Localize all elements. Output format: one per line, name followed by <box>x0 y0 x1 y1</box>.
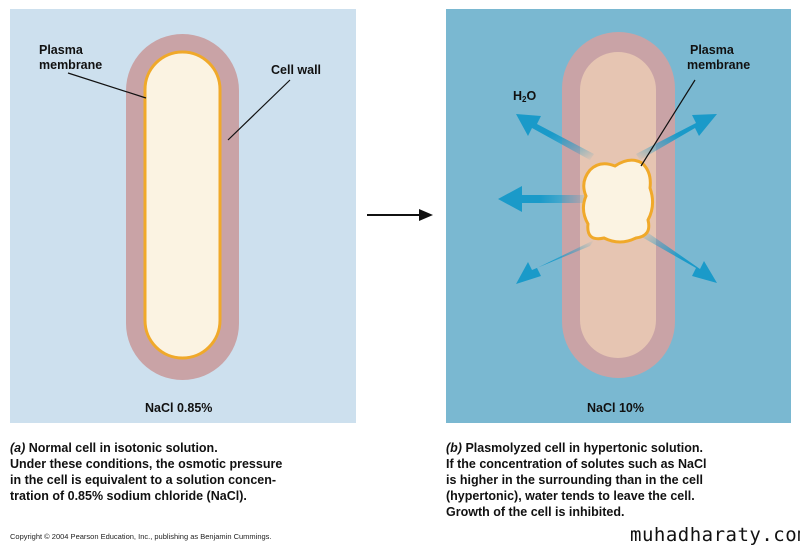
label-plasma-membrane-a: Plasma membrane <box>39 43 102 73</box>
label-plasma-membrane-b-line1: Plasma <box>690 43 734 57</box>
watermark: muhadharaty.com <box>630 524 800 546</box>
cytoplasm <box>143 50 222 360</box>
caption-a-line: in the cell is equivalent to a solution … <box>10 473 277 487</box>
water-arrow-left <box>498 186 590 212</box>
caption-a-tag: (a) <box>10 441 26 455</box>
label-nacl-a: NaCl 0.85% <box>145 401 213 415</box>
copyright-notice: Copyright © 2004 Pearson Education, Inc.… <box>10 532 272 541</box>
water-arrow-up-right <box>636 114 717 160</box>
label-water-sub: 2 <box>522 95 527 104</box>
caption-b-line: Growth of the cell is inhibited. <box>446 505 625 519</box>
label-plasma-membrane-b-line2: membrane <box>687 58 751 72</box>
label-water-o: O <box>526 89 537 103</box>
caption-a-title: Normal cell in isotonic solution. <box>25 441 218 455</box>
label-cell-wall: Cell wall <box>271 63 322 77</box>
caption-b: (b) Plasmolyzed cell in hypertonic solut… <box>446 440 791 520</box>
caption-b-tag: (b) <box>446 441 462 455</box>
caption-a: (a) Normal cell in isotonic solution. Un… <box>10 440 350 504</box>
leader-line-plasma-membrane-b <box>640 79 696 167</box>
label-plasma-membrane-b: Plasma membrane <box>687 43 750 73</box>
panel-b-diagram <box>498 32 717 378</box>
caption-a-line: tration of 0.85% sodium chloride (NaCl). <box>10 489 247 503</box>
caption-a-line: Under these conditions, the osmotic pres… <box>10 457 283 471</box>
water-arrow-down-right <box>640 230 717 283</box>
caption-b-line: If the concentration of solutes such as … <box>446 457 707 471</box>
label-water: H2O <box>513 89 536 107</box>
caption-b-line: (hypertonic), water tends to leave the c… <box>446 489 695 503</box>
caption-b-title: Plasmolyzed cell in hypertonic solution. <box>461 441 703 455</box>
label-water-h: H <box>513 89 523 103</box>
label-plasma-membrane-a-line1: Plasma <box>39 43 83 57</box>
caption-a-title-line: (a) Normal cell in isotonic solution. <box>10 440 350 456</box>
caption-b-title-line: (b) Plasmolyzed cell in hypertonic solut… <box>446 440 791 456</box>
transition-arrow <box>367 209 433 221</box>
shrunken-protoplast <box>581 158 655 244</box>
water-arrow-up-left <box>516 114 594 160</box>
label-plasma-membrane-a-line2: membrane <box>39 58 103 72</box>
leader-line-cell-wall <box>227 79 291 141</box>
water-arrow-down-left <box>516 240 594 284</box>
label-nacl-b: NaCl 10% <box>587 401 644 415</box>
leader-line-plasma-membrane <box>67 72 147 99</box>
caption-b-line: is higher in the surrounding than in the… <box>446 473 703 487</box>
panel-a-diagram <box>67 34 291 380</box>
